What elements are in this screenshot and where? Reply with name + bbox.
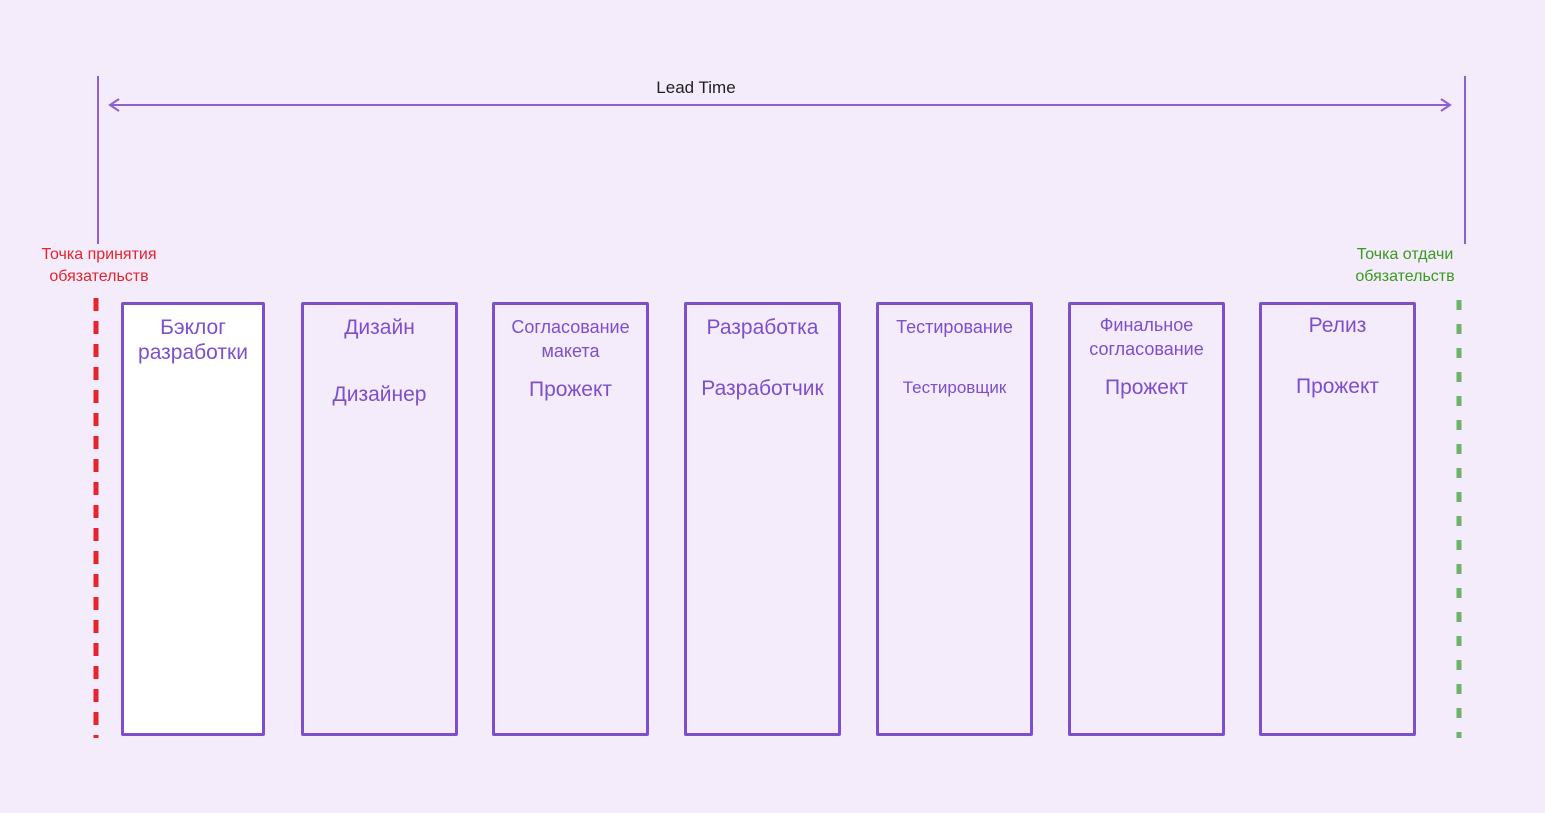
stage-title: Разработка — [706, 316, 819, 339]
stage-design: Дизайн Дизайнер — [301, 302, 458, 736]
stage-title: Согласование макета — [511, 317, 630, 361]
stage-role: Прожект — [1105, 376, 1188, 399]
stage-final-approval: Финальное согласование Прожект — [1068, 302, 1225, 736]
stage-role: Разработчик — [701, 377, 824, 400]
lead-time-arrow-right-head — [1440, 98, 1452, 112]
stage-role: Прожект — [529, 378, 612, 401]
stage-layout-approval: Согласование макета Прожект — [492, 302, 649, 736]
stage-backlog: Бэклог разработки — [121, 302, 265, 736]
stage-title: Финальное согласование — [1089, 315, 1204, 359]
stage-testing: Тестирование Тестировщик — [876, 302, 1033, 736]
stage-role: Прожект — [1296, 375, 1379, 398]
stage-release: Релиз Прожект — [1259, 302, 1416, 736]
stage-role: Дизайнер — [332, 383, 427, 406]
stage-title: Бэклог разработки — [138, 316, 248, 364]
commitment-start-label: Точка принятия обязательств — [41, 246, 157, 285]
stage-title: Релиз — [1308, 314, 1367, 337]
lead-time-arrow-left-head — [108, 98, 120, 112]
stage-development: Разработка Разработчик — [684, 302, 841, 736]
stage-role: Тестировщик — [902, 378, 1007, 397]
lead-time-label: Lead Time — [656, 78, 736, 97]
stage-title: Тестирование — [896, 317, 1013, 337]
stage-title: Дизайн — [344, 316, 415, 339]
commitment-end-label: Точка отдачи обязательств — [1355, 246, 1455, 285]
